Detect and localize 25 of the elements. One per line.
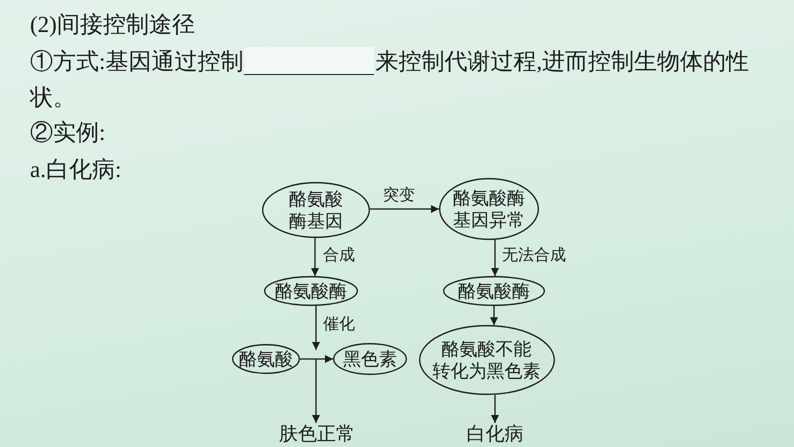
edge-label: 突变	[383, 186, 415, 206]
edge-label: 催化	[323, 315, 355, 335]
result-text: 白化病	[466, 423, 524, 447]
ellipse-node: 酪氨酸	[232, 344, 300, 374]
arrow	[312, 306, 320, 350]
edge-label: 无法合成	[502, 246, 566, 266]
arrow	[491, 394, 499, 423]
edge-label: 合成	[323, 246, 355, 266]
ellipse-node: 酪氨酸酶基因	[262, 182, 370, 238]
sentence-text: ①方式:基因通过控制 来控制代谢过程,进而控制生物体的性状。	[30, 46, 750, 112]
arrow	[312, 359, 320, 423]
heading: (2)间接控制途径	[30, 11, 195, 39]
arrow	[300, 355, 333, 363]
ellipse-node: 酪氨酸酶基因异常	[439, 178, 539, 240]
ellipse-node: 酪氨酸酶	[443, 276, 545, 306]
result-text: 肤色正常	[279, 423, 355, 447]
ellipse-node: 酪氨酸不能转化为黑色素	[419, 325, 555, 395]
arrow	[370, 205, 439, 213]
section-label: ②实例:	[30, 119, 106, 147]
arrow	[311, 238, 319, 276]
arrow	[491, 240, 499, 276]
ellipse-node: 黑色素	[333, 343, 407, 375]
arrow	[490, 306, 498, 326]
ellipse-node: 酪氨酸酶	[264, 276, 358, 306]
item-label: a.白化病:	[30, 156, 122, 184]
